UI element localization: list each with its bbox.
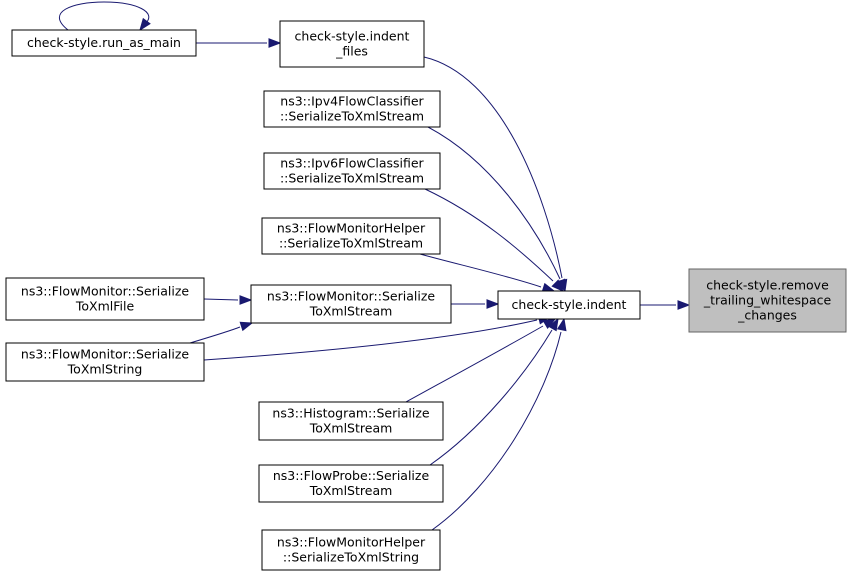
arrowhead-icon <box>542 318 557 330</box>
arrowhead-icon <box>239 321 254 332</box>
node-label-line: ns3::FlowMonitorHelper <box>277 221 426 236</box>
arrowhead-icon <box>551 279 564 292</box>
edge-fmh_string-to-indent <box>431 317 567 531</box>
node-box <box>258 401 444 441</box>
edge-line <box>203 319 538 361</box>
edge-fm_stream-to-indent <box>451 299 500 309</box>
edge-histogram-to-indent <box>405 318 557 403</box>
node-label-line: ToXmlFile <box>75 299 135 314</box>
node-label-line: ToXmlStream <box>309 483 393 498</box>
edge-line <box>424 188 554 282</box>
node-label-line: check-style.indent <box>512 297 627 312</box>
node-box <box>261 217 441 255</box>
node-ipv4[interactable]: ns3::Ipv4FlowClassifier::SerializeToXmlS… <box>263 90 441 128</box>
node-box <box>5 277 205 321</box>
edge-indent_files-to-indent <box>423 56 568 293</box>
node-label-line: ToXmlStream <box>309 304 393 319</box>
node-box <box>5 342 205 382</box>
node-box <box>279 20 425 68</box>
node-label-line: ::SerializeToXmlStream <box>280 171 424 186</box>
edge-fm_file-to-fm_stream <box>203 295 253 305</box>
node-box <box>250 284 452 324</box>
node-indent-files[interactable]: check-style.indent_files <box>279 20 425 68</box>
node-fmh-stream[interactable]: ns3::FlowMonitorHelper::SerializeToXmlSt… <box>261 217 441 255</box>
edge-line <box>59 1 150 31</box>
node-ipv6[interactable]: ns3::Ipv6FlowClassifier::SerializeToXmlS… <box>263 152 441 190</box>
edge-line <box>405 325 544 403</box>
arrowhead-icon <box>541 282 556 293</box>
node-histogram[interactable]: ns3::Histogram::SerializeToXmlStream <box>258 401 444 441</box>
node-fmh-string[interactable]: ns3::FlowMonitorHelper::SerializeToXmlSt… <box>261 529 441 571</box>
nodes-layer: check-style.remove_trailing_whitespace_c… <box>5 20 847 571</box>
node-label-line: ns3::Ipv4FlowClassifier <box>280 94 424 109</box>
node-label-line: _trailing_whitespace <box>703 293 832 308</box>
node-box <box>261 529 441 571</box>
edges-layer <box>59 1 691 531</box>
arrowhead-icon <box>547 317 559 332</box>
node-box <box>258 464 444 503</box>
arrowhead-icon <box>486 299 500 309</box>
arrowhead-icon <box>677 300 691 310</box>
node-label-line: ns3::Ipv6FlowClassifier <box>280 156 424 171</box>
edge-line <box>189 326 241 344</box>
edge-flowprobe-to-indent <box>429 317 559 466</box>
node-label-line: ns3::FlowMonitorHelper <box>277 535 426 550</box>
edge-line <box>423 56 563 279</box>
edge-run_as_main-to-indent_files <box>196 38 282 48</box>
edge-line <box>431 331 562 531</box>
node-indent[interactable]: check-style.indent <box>497 290 641 320</box>
node-label-line: ns3::FlowMonitor::Serialize <box>21 347 189 362</box>
node-box <box>263 152 441 190</box>
arrowhead-icon <box>556 317 567 332</box>
edge-run_as_main-to-run_as_main <box>59 1 151 32</box>
edge-line <box>419 253 542 288</box>
edge-indent-to-remove_trailing <box>640 300 691 310</box>
arrowhead-icon <box>239 295 253 305</box>
node-fm-stream[interactable]: ns3::FlowMonitor::SerializeToXmlStream <box>250 284 452 324</box>
arrowhead-icon <box>139 17 151 32</box>
node-label-line: check-style.indent <box>295 29 410 44</box>
node-label-line: ToXmlString <box>67 362 143 377</box>
node-label-line: check-style.remove <box>706 278 829 293</box>
node-label-line: _files <box>335 44 368 59</box>
edge-line <box>427 126 561 280</box>
node-box <box>688 268 847 333</box>
edge-ipv6-to-indent <box>424 188 564 292</box>
node-remove-trailing[interactable]: check-style.remove_trailing_whitespace_c… <box>688 268 847 333</box>
edge-line <box>429 329 553 466</box>
node-label-line: ns3::FlowProbe::Serialize <box>273 468 430 483</box>
node-box <box>497 290 641 320</box>
node-flowprobe[interactable]: ns3::FlowProbe::SerializeToXmlStream <box>258 464 444 503</box>
node-fm-string[interactable]: ns3::FlowMonitor::SerializeToXmlString <box>5 342 205 382</box>
node-label-line: ::SerializeToXmlStream <box>280 109 424 124</box>
edge-fm_string-to-fm_stream <box>189 321 254 344</box>
node-box <box>263 90 441 128</box>
node-label-line: ns3::FlowMonitor::Serialize <box>21 284 189 299</box>
arrowhead-icon <box>268 38 282 48</box>
node-run-as-main[interactable]: check-style.run_as_main <box>11 29 197 57</box>
node-label-line: _changes <box>737 308 797 323</box>
node-label-line: ns3::Histogram::Serialize <box>272 406 429 421</box>
node-label-line: ToXmlStream <box>309 421 393 436</box>
node-label-line: check-style.run_as_main <box>27 35 181 50</box>
node-label-line: ns3::FlowMonitor::Serialize <box>267 289 435 304</box>
edge-line <box>203 298 239 301</box>
node-box <box>11 29 197 57</box>
node-label-line: ::SerializeToXmlStream <box>279 236 423 251</box>
node-label-line: ::SerializeToXmlString <box>283 550 419 565</box>
